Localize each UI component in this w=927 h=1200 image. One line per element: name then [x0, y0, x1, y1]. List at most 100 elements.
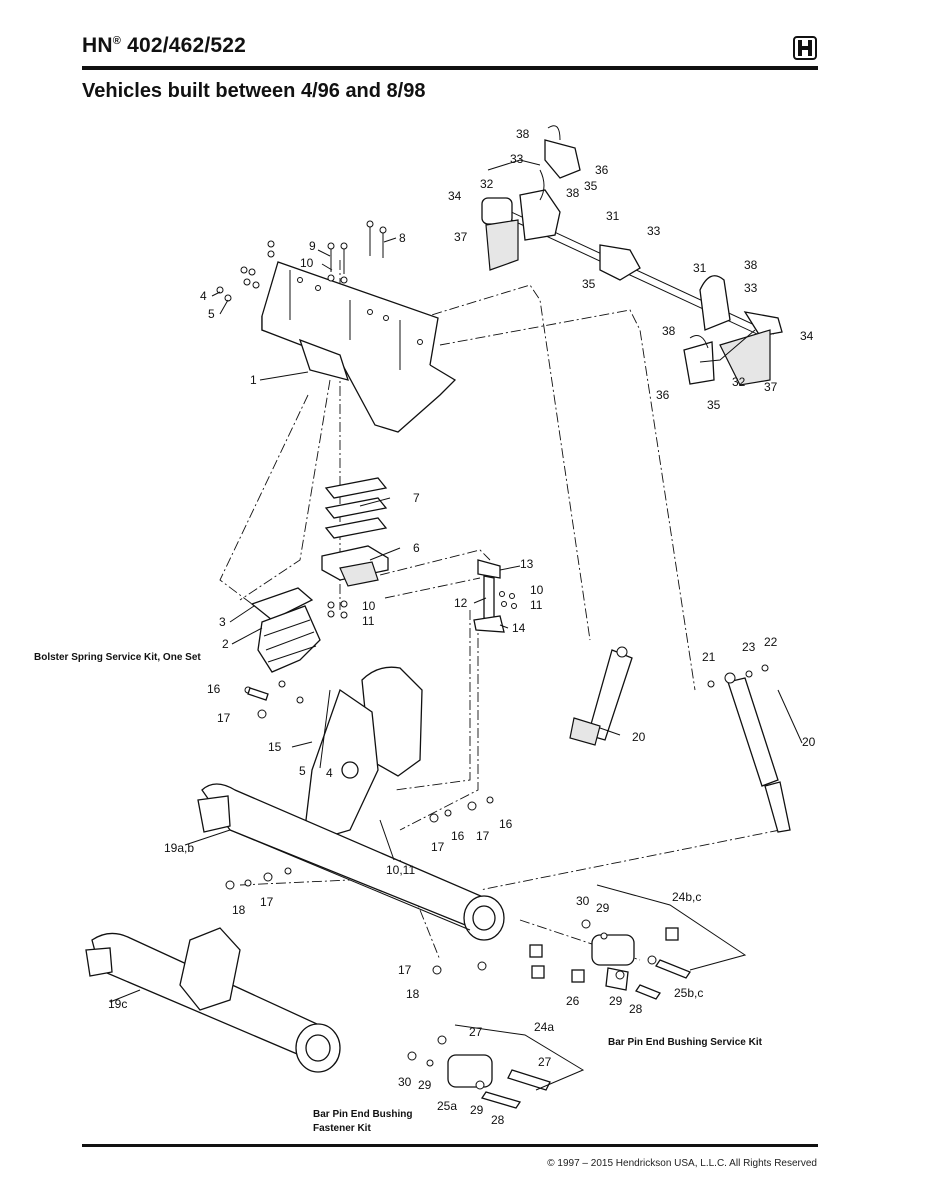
callout-label: 31 — [693, 261, 707, 275]
callout-label: 33 — [510, 152, 524, 166]
callout-label: 38 — [566, 186, 580, 200]
callout-label: 16 — [499, 817, 513, 831]
callout-label: 17 — [217, 711, 231, 725]
callout-label: 14 — [512, 621, 526, 635]
saddle-and-bracket — [473, 559, 517, 633]
bar-pin-bushing-lower — [407, 1035, 551, 1109]
callout-label: 32 — [480, 177, 494, 191]
callout-label: 38 — [744, 258, 758, 272]
callout-label: 25b,c — [674, 986, 703, 1000]
callout-label: 7 — [413, 491, 420, 505]
callout-label: 29 — [418, 1078, 432, 1092]
callout-label: 6 — [413, 541, 420, 555]
callout-label: 36 — [595, 163, 609, 177]
callout-label: 30 — [576, 894, 590, 908]
callout-label: 38 — [516, 127, 530, 141]
callout-label: 20 — [802, 735, 816, 749]
callout-label: 5 — [208, 307, 215, 321]
callout-label: 38 — [662, 324, 676, 338]
callout-label: 12 — [454, 596, 468, 610]
callout-label: 13 — [520, 557, 534, 571]
copyright-notice: © 1997 – 2015 Hendrickson USA, L.L.C. Al… — [547, 1158, 817, 1169]
callout-label: 19c — [108, 997, 127, 1011]
page-title: HN® 402/462/522 — [82, 34, 247, 57]
callout-label: 20 — [632, 730, 646, 744]
kit-brackets — [454, 884, 747, 1091]
callout-label: 19a,b — [164, 841, 194, 855]
shock-absorber-right — [707, 664, 791, 833]
header-rule — [82, 66, 818, 70]
callout-label: 28 — [491, 1113, 505, 1127]
callout-label: 15 — [268, 740, 282, 754]
callout-label: 27 — [469, 1025, 483, 1039]
spacer-stack — [321, 477, 389, 619]
bolster-spring — [250, 587, 321, 673]
bolster-spring-kit-label: Bolster Spring Service Kit, One Set — [34, 652, 201, 663]
hendrickson-logo-icon — [793, 36, 817, 60]
callout-label: 26 — [566, 994, 580, 1008]
callout-label: 25a — [437, 1099, 457, 1113]
callout-labels: 1 2 3 4 5 6 7 8 9 10 10 11 12 13 14 10 1… — [108, 127, 816, 1127]
callout-label: 37 — [764, 380, 778, 394]
callout-label: 29 — [596, 901, 610, 915]
callout-label: 4 — [326, 766, 333, 780]
callout-label: 18 — [406, 987, 420, 1001]
callout-label: 24b,c — [672, 890, 701, 904]
bar-pin-bushing-kit-label: Bar Pin End Bushing Service Kit — [608, 1037, 763, 1048]
bar-pin-fastener-kit-label-2: Fastener Kit — [313, 1123, 371, 1134]
footer-rule — [82, 1144, 818, 1147]
callout-label: 33 — [647, 224, 661, 238]
callout-label: 35 — [707, 398, 721, 412]
callout-label: 8 — [399, 231, 406, 245]
cross-tube-assembly — [481, 125, 783, 386]
callout-label: 28 — [629, 1002, 643, 1016]
callout-label: 22 — [764, 635, 778, 649]
hanger-fasteners — [216, 220, 387, 302]
assembly-guide-lines — [219, 260, 781, 961]
callout-label: 10,11 — [386, 863, 415, 877]
callout-label: 17 — [431, 840, 445, 854]
callout-label: 31 — [606, 209, 620, 223]
callout-label: 10 — [530, 583, 544, 597]
callout-label: 11 — [362, 614, 375, 628]
callout-label: 29 — [470, 1103, 484, 1117]
callout-label: 27 — [538, 1055, 552, 1069]
shock-absorber-left — [569, 646, 633, 746]
equalizer-beam-19ab — [197, 783, 505, 941]
callout-label: 17 — [260, 895, 274, 909]
misc-fasteners — [225, 796, 494, 975]
callout-label: 5 — [299, 764, 306, 778]
callout-label: 4 — [200, 289, 207, 303]
callout-label: 36 — [656, 388, 670, 402]
callout-label: 17 — [398, 963, 412, 977]
kit-labels: Bolster Spring Service Kit, One Set Bar … — [34, 652, 763, 1134]
bar-pin-fastener-kit-label-1: Bar Pin End Bushing — [313, 1109, 412, 1120]
callout-label: 24a — [534, 1020, 554, 1034]
bar-pin-bushing-upper — [529, 919, 691, 1000]
callout-label: 16 — [451, 829, 465, 843]
callout-label: 37 — [454, 230, 468, 244]
callout-label: 34 — [448, 189, 462, 203]
callout-label: 10 — [362, 599, 376, 613]
callout-label: 18 — [232, 903, 246, 917]
leader-lines — [109, 237, 803, 1003]
callout-label: 17 — [476, 829, 490, 843]
callout-label: 30 — [398, 1075, 412, 1089]
equalizer-beam-19c — [85, 927, 341, 1073]
callout-label: 32 — [732, 375, 746, 389]
callout-label: 3 — [219, 615, 226, 629]
callout-label: 9 — [309, 239, 316, 253]
callout-label: 10 — [300, 256, 314, 270]
callout-label: 33 — [744, 281, 758, 295]
callout-label: 29 — [609, 994, 623, 1008]
callout-label: 34 — [800, 329, 814, 343]
callout-label: 21 — [702, 650, 716, 664]
callout-label: 11 — [530, 598, 543, 612]
callout-label: 35 — [582, 277, 596, 291]
callout-label: 35 — [584, 179, 598, 193]
callout-label: 16 — [207, 682, 221, 696]
saddle-body — [244, 666, 423, 841]
callout-label: 23 — [742, 640, 756, 654]
callout-label: 1 — [250, 373, 257, 387]
